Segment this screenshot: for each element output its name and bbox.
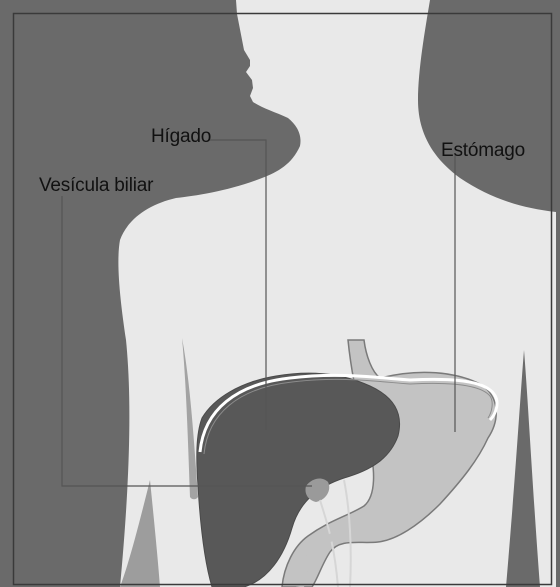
gallbladder-label: Vesícula biliar xyxy=(39,176,153,195)
liver-label: Hígado xyxy=(151,127,211,146)
stomach-label: Estómago xyxy=(441,141,525,160)
